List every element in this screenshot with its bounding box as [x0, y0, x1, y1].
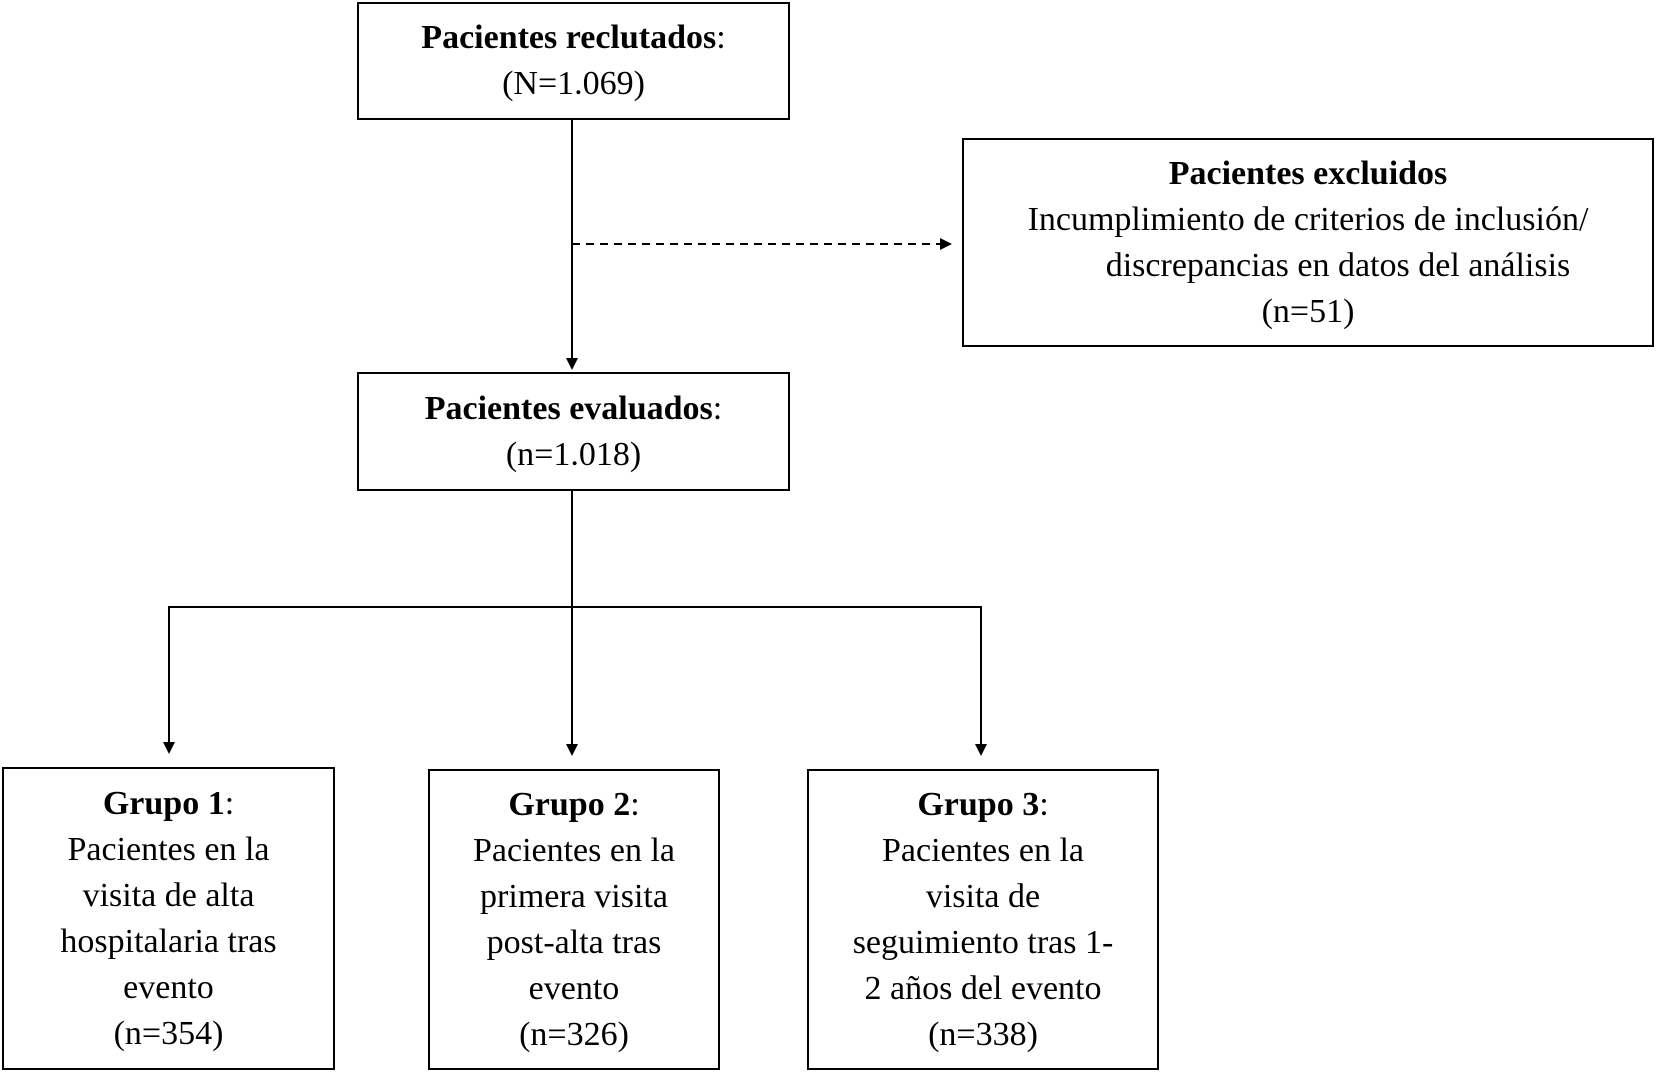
excluded-reason-line-1: Incumplimiento de criterios de inclusión… — [1027, 200, 1589, 238]
group1-desc-line-3: hospitalaria tras — [60, 922, 277, 960]
group2-desc-line-4: evento — [528, 969, 620, 1007]
recruited-box: Pacientes reclutados: (N=1.069) — [357, 2, 790, 120]
group2-count: (n=326) — [519, 1015, 629, 1053]
excluded-title: Pacientes excluidos — [1168, 154, 1448, 192]
group1-desc-line-2: visita de alta — [82, 876, 255, 914]
group1-box: Grupo 1: Pacientes en la visita de alta … — [2, 767, 335, 1070]
group1-title: Grupo 1 — [102, 784, 225, 822]
group2-desc-line-3: post-alta tras — [486, 923, 662, 961]
group3-count: (n=338) — [928, 1015, 1038, 1053]
group3-colon: : — [1039, 785, 1049, 823]
group1-colon: : — [224, 784, 235, 822]
group1-desc-line-1: Pacientes en la — [67, 830, 270, 868]
group1-desc-line-4: evento — [123, 968, 214, 1006]
recruited-count: (N=1.069) — [502, 65, 645, 102]
evaluated-title: Pacientes evaluados — [424, 389, 713, 427]
recruited-title: Pacientes reclutados — [421, 19, 717, 56]
group3-title: Grupo 3 — [917, 785, 1040, 823]
group3-desc-line-3: seguimiento tras 1- — [852, 923, 1114, 961]
recruited-colon: : — [716, 19, 726, 56]
evaluated-colon: : — [712, 389, 723, 427]
group2-desc-line-2: primera visita — [480, 877, 668, 915]
excluded-box: Pacientes excluidos Incumplimiento de cr… — [962, 138, 1654, 347]
group1-count: (n=354) — [113, 1014, 224, 1052]
group2-box: Grupo 2: Pacientes en la primera visita … — [428, 769, 720, 1070]
evaluated-box: Pacientes evaluados: (n=1.018) — [357, 372, 790, 491]
group3-desc-line-2: visita de — [925, 877, 1041, 915]
group3-box: Grupo 3: Pacientes en la visita de segui… — [807, 769, 1159, 1070]
group2-title: Grupo 2 — [508, 785, 631, 823]
group2-desc-line-1: Pacientes en la — [472, 831, 676, 869]
evaluated-count: (n=1.018) — [505, 435, 642, 473]
group3-desc-line-4: 2 años del evento — [864, 969, 1102, 1007]
group3-desc-line-1: Pacientes en la — [881, 831, 1085, 869]
excluded-reason-line-2: discrepancias en datos del análisis — [1105, 246, 1571, 284]
excluded-count: (n=51) — [1261, 292, 1355, 330]
group2-colon: : — [630, 785, 640, 823]
